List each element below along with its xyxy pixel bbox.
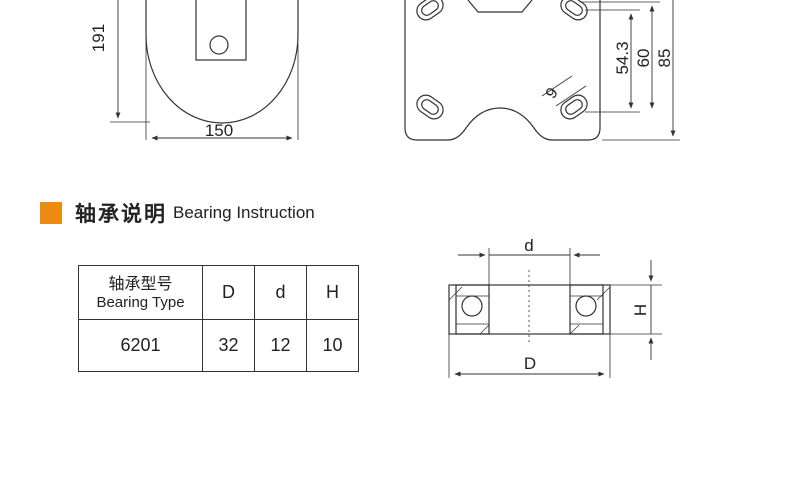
- type-header-cell: 轴承型号 Bearing Type: [78, 265, 203, 320]
- plate-inner-recess: [467, 0, 533, 13]
- orange-square-icon: [40, 202, 62, 224]
- mounting-slot: [416, 94, 444, 120]
- bearing-ball-left: [461, 295, 483, 317]
- wheel-drawing: [110, 0, 299, 141]
- bearing-left-ring: [455, 284, 490, 335]
- header-height: H: [306, 265, 359, 320]
- table-header-row: 轴承型号 Bearing Type D d H: [78, 265, 359, 320]
- inner-diameter-cell: 12: [254, 319, 307, 372]
- wheel-fork: [195, 0, 247, 61]
- type-header-cn: 轴承型号: [108, 273, 173, 293]
- bearing-drawing: [448, 248, 662, 378]
- bearing-spec-table: 轴承型号 Bearing Type D d H 6201 32 12 10: [78, 265, 359, 372]
- wheel-diameter-label: 150: [205, 121, 233, 140]
- bearing-right-ring: [569, 284, 604, 335]
- section-title-en: Bearing Instruction: [173, 203, 315, 222]
- plate-dim-a-label: 54.3: [613, 41, 632, 74]
- mounting-slot: [560, 0, 588, 21]
- section-title-cn: 轴承说明: [75, 202, 167, 226]
- section-heading: 轴承说明 Bearing Instruction: [40, 198, 315, 228]
- axle-hole: [209, 35, 229, 55]
- plate-drawing: [404, 0, 680, 141]
- plate-dim-c-label: 85: [655, 49, 674, 68]
- bearing-ball-right: [575, 295, 597, 317]
- bearing-type-cell: 6201: [78, 319, 203, 372]
- type-header-en: Bearing Type: [96, 293, 185, 311]
- bearing-inner-label: d: [524, 236, 533, 255]
- table-row: 6201 32 12 10: [78, 319, 359, 372]
- height-cell: 10: [306, 319, 359, 372]
- outer-diameter-cell: 32: [202, 319, 255, 372]
- mounting-slot: [560, 94, 588, 120]
- slot-leader: [541, 75, 573, 97]
- wheel-height-label: 191: [89, 24, 108, 52]
- bearing-outer-label: D: [524, 354, 536, 373]
- header-inner-diameter: d: [254, 265, 307, 320]
- plate-dim-b-label: 60: [634, 49, 653, 68]
- header-outer-diameter: D: [202, 265, 255, 320]
- wheel-outline: [145, 0, 299, 124]
- bearing-height-label: H: [631, 304, 650, 316]
- mounting-slot: [416, 0, 444, 21]
- plate-outline: [404, 0, 601, 141]
- slot-width-label: 9: [543, 85, 562, 102]
